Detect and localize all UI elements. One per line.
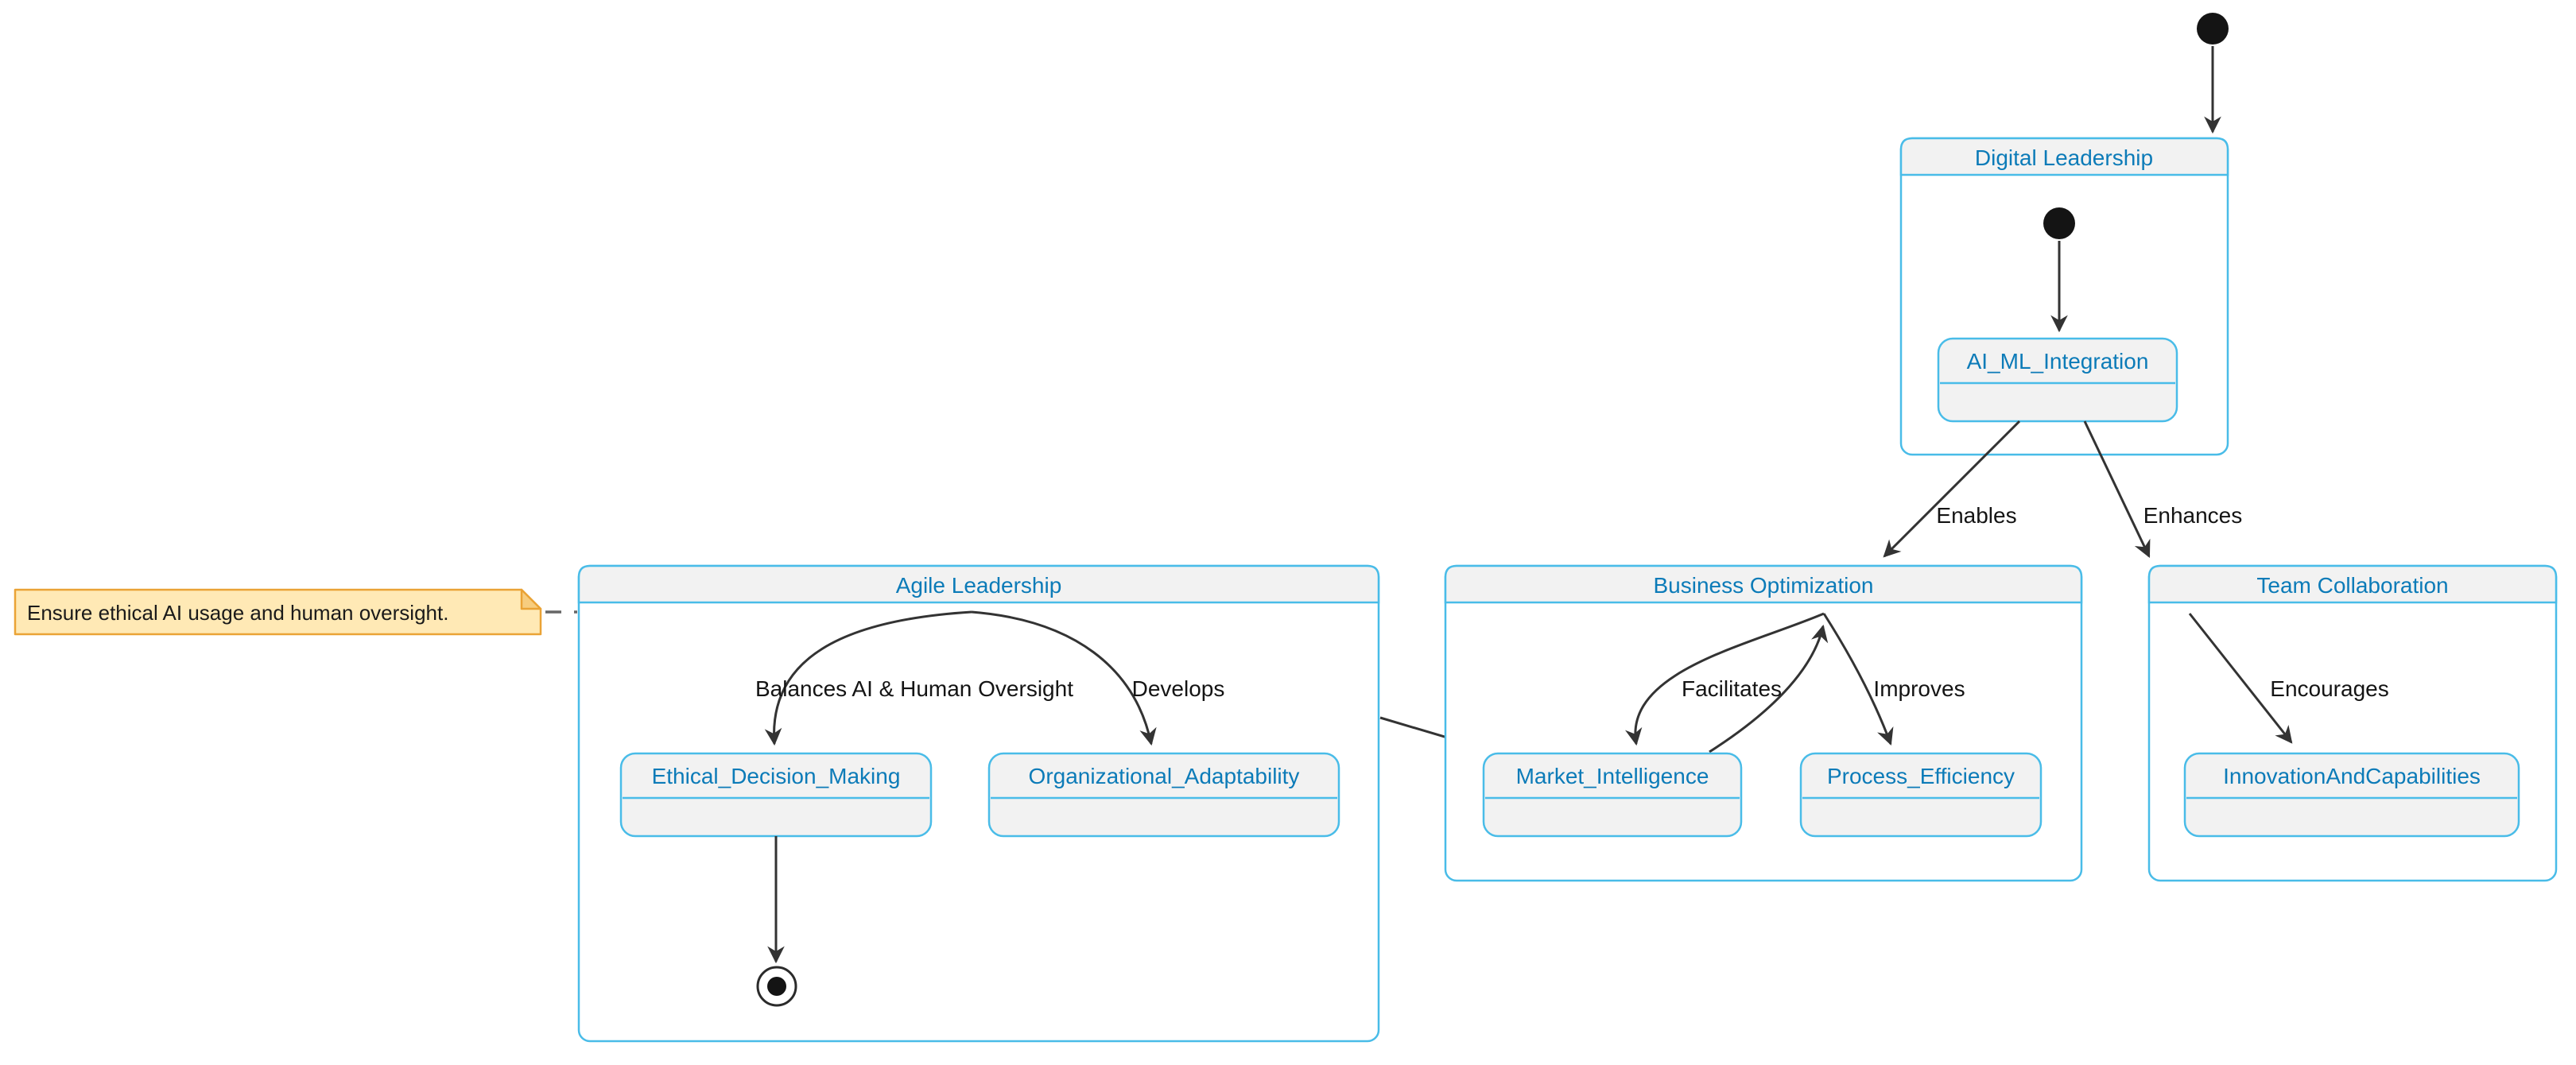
- edge-facilitates-label: Facilitates: [1682, 676, 1782, 701]
- market-intelligence-label: Market_Intelligence: [1516, 764, 1709, 788]
- note-text: Ensure ethical AI usage and human oversi…: [27, 601, 448, 625]
- team-collaboration-titlebar: [2147, 564, 2558, 604]
- business-optimization-titlebar: [1444, 564, 2083, 604]
- initial-state-dot: [2197, 13, 2229, 45]
- edge-balances: [764, 610, 972, 746]
- business-optimization-title: Business Optimization: [1653, 573, 1873, 598]
- edge-enables: [1883, 420, 2021, 558]
- team-collaboration-title: Team Collaboration: [2256, 573, 2448, 598]
- final-state-dot: [767, 977, 786, 996]
- ai-ml-integration-box: [1937, 337, 2178, 423]
- composite-state-team-collaboration: Team Collaboration Encourages Innovation…: [2147, 564, 2558, 882]
- organizational-adaptability-label: Organizational_Adaptability: [1029, 764, 1300, 788]
- edge-facilitates-down: [1625, 612, 1825, 746]
- composite-state-digital-leadership: Digital Leadership AI_ML_Integration: [1899, 137, 2229, 456]
- composite-state-business-optimization: Business Optimization Facilitates Improv…: [1444, 564, 2083, 882]
- state-market-intelligence: Market_Intelligence: [1482, 752, 1743, 838]
- digital-leadership-title: Digital Leadership: [1975, 145, 2153, 170]
- ai-ml-integration-label: AI_ML_Integration: [1967, 349, 2149, 374]
- digital-leadership-initial-dot: [2043, 207, 2075, 239]
- edge-enhances: [2083, 420, 2151, 558]
- composite-state-agile-leadership: Agile Leadership Balances AI & Human Ove…: [577, 564, 1380, 1043]
- process-efficiency-label: Process_Efficiency: [1827, 764, 2015, 788]
- state-ethical-decision-making: Ethical_Decision_Making: [619, 752, 933, 838]
- edge-improves-label: Improves: [1873, 676, 1965, 701]
- agile-leadership-titlebar: [577, 564, 1380, 604]
- edge-develops: [971, 610, 1157, 746]
- note-body: [14, 588, 542, 636]
- organizational-adaptability-box: [987, 752, 1340, 838]
- innovation-and-capabilities-box: [2183, 752, 2520, 838]
- market-intelligence-box: [1482, 752, 1743, 838]
- edge-encourages-label: Encourages: [2270, 676, 2388, 701]
- edge-balances-label: Balances AI & Human Oversight: [755, 676, 1073, 701]
- innovation-and-capabilities-label: InnovationAndCapabilities: [2223, 764, 2481, 788]
- state-innovation-and-capabilities: InnovationAndCapabilities: [2183, 752, 2520, 838]
- edge-encourages: [2188, 613, 2293, 744]
- agile-leadership-title: Agile Leadership: [896, 573, 1062, 598]
- state-process-efficiency: Process_Efficiency: [1799, 752, 2043, 838]
- edge-improves: [1822, 613, 1894, 746]
- note-ethical-ai: Ensure ethical AI usage and human oversi…: [14, 588, 542, 636]
- edge-enables-label: Enables: [1936, 503, 2016, 528]
- edge-develops-label: Develops: [1132, 676, 1225, 701]
- note-fold-corner: [520, 588, 542, 610]
- edge-facilitates-up: [1709, 624, 1829, 753]
- state-organizational-adaptability: Organizational_Adaptability: [987, 752, 1340, 838]
- process-efficiency-box: [1799, 752, 2043, 838]
- state-ai-ml-integration: AI_ML_Integration: [1937, 337, 2178, 423]
- ethical-decision-making-label: Ethical_Decision_Making: [652, 764, 901, 788]
- edge-enhances-label: Enhances: [2143, 503, 2243, 528]
- final-state: [756, 966, 797, 1007]
- digital-leadership-titlebar: [1899, 137, 2229, 176]
